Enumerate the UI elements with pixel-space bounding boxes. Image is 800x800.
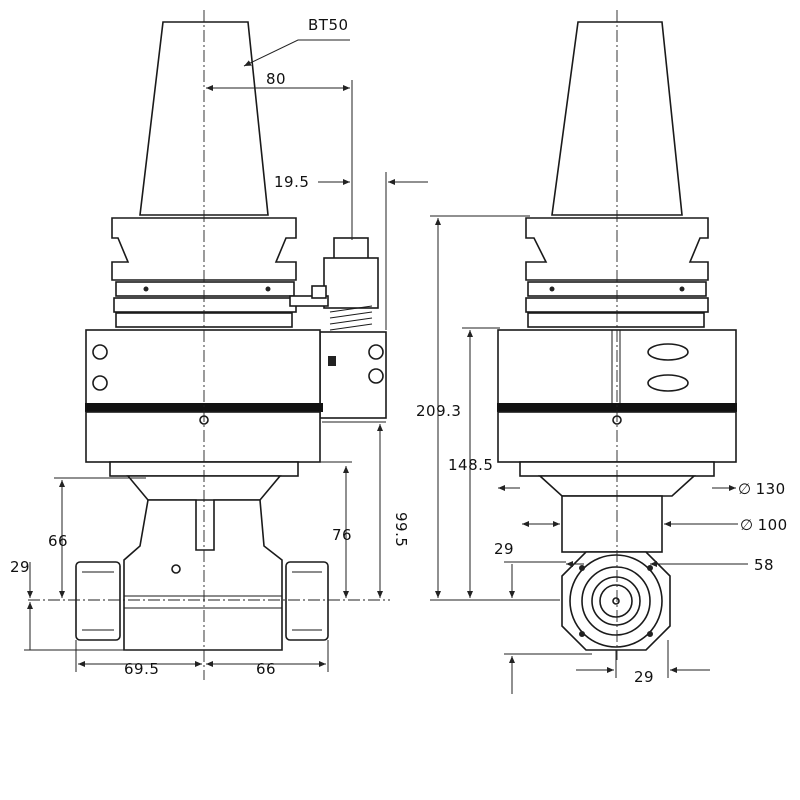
dim-99-5: 99.5 [392,512,410,547]
anti-rotation-stop-block [289,237,387,419]
main-housing [85,329,321,411]
taper-label: BT50 [308,16,349,34]
dim-29-right: 29 [494,540,514,558]
dim-76: 76 [332,526,352,544]
dim-29-left: 29 [10,558,30,576]
dim-58: 58 [754,556,774,574]
tool-flange [111,217,297,281]
dim-69-5: 69.5 [124,660,159,678]
dim-66-horizontal: 66 [256,660,276,678]
side-view-dimensions: 209.3 148.5 ∅130 ∅100 29 58 29 [416,215,788,694]
angle-head-body [123,499,283,651]
dim-diameter-130: ∅130 [738,480,786,498]
dim-148-5: 148.5 [448,456,493,474]
dim-66-vertical: 66 [48,532,68,550]
dim-19-5: 19.5 [274,173,309,191]
right-collet-nut [285,561,329,641]
dim-29-bottom: 29 [634,668,654,686]
left-collet-nut [75,561,121,641]
front-view [28,10,390,680]
front-view-dimensions: BT50 80 19.5 99.5 76 66 29 69.5 66 [10,16,428,678]
side-view [497,10,737,660]
tool-flange-side [525,217,709,281]
dim-diameter-100: ∅100 [740,516,788,534]
dim-209-3: 209.3 [416,402,461,420]
dim-80: 80 [266,70,286,88]
